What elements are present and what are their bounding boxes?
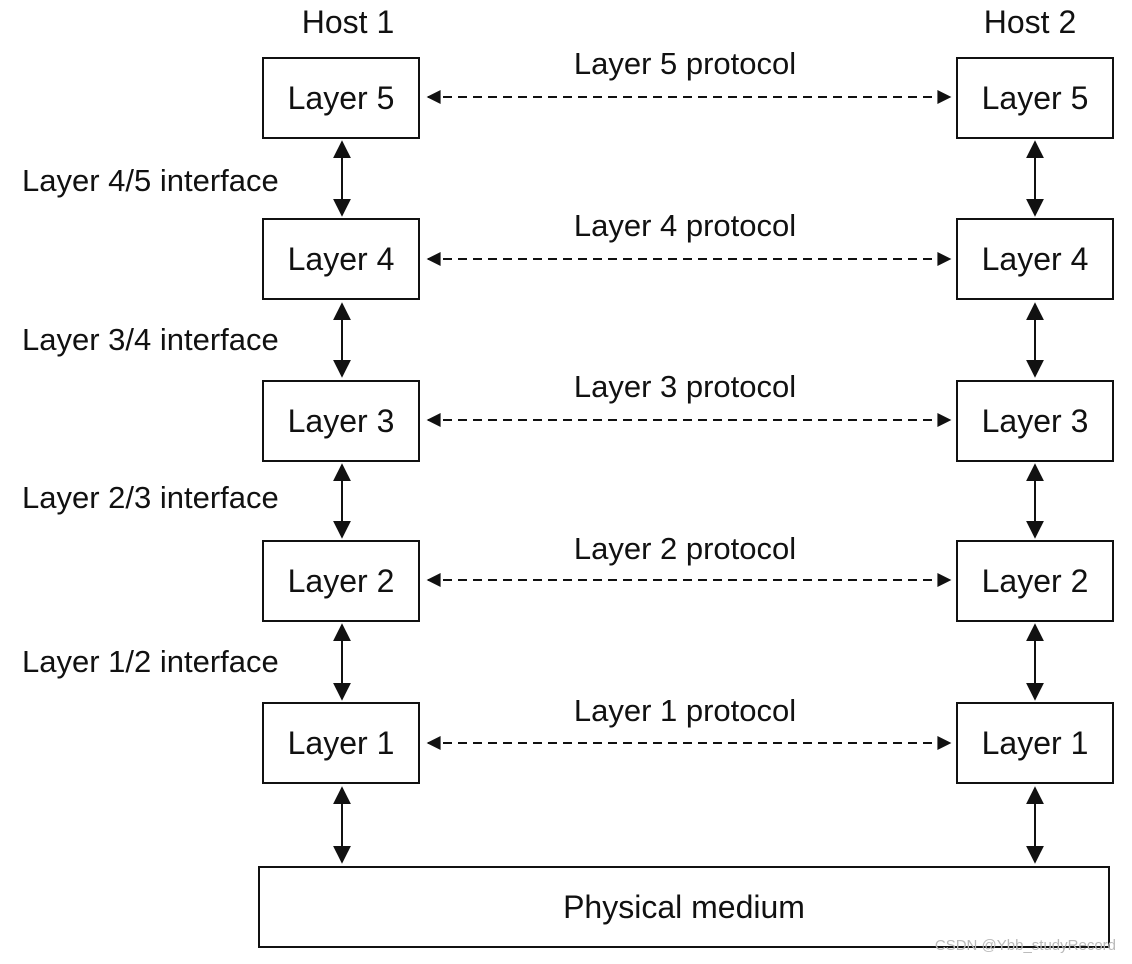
host-1-layer-5-box: Layer 5 bbox=[262, 57, 420, 139]
host-2-title: Host 2 bbox=[983, 4, 1077, 40]
layer-3-protocol-label: Layer 3 protocol bbox=[573, 369, 797, 404]
layer-5-protocol-label: Layer 5 protocol bbox=[573, 46, 797, 81]
interface-3-4-label: Layer 3/4 interface bbox=[22, 322, 279, 357]
host-1-layer-1-box: Layer 1 bbox=[262, 702, 420, 784]
host-1-layer-2-box: Layer 2 bbox=[262, 540, 420, 622]
host-2-layer-3-box: Layer 3 bbox=[956, 380, 1114, 462]
layer-1-protocol-label: Layer 1 protocol bbox=[573, 693, 797, 728]
host-1-title: Host 1 bbox=[301, 4, 395, 40]
host-2-layer-5-box: Layer 5 bbox=[956, 57, 1114, 139]
host-2-layer-2-box: Layer 2 bbox=[956, 540, 1114, 622]
layer-2-protocol-label: Layer 2 protocol bbox=[573, 531, 797, 566]
host-2-layer-4-box: Layer 4 bbox=[956, 218, 1114, 300]
watermark-text: CSDN @Ybb_studyRecord bbox=[934, 937, 1116, 954]
interface-1-2-label: Layer 1/2 interface bbox=[22, 644, 279, 679]
layer-4-protocol-label: Layer 4 protocol bbox=[573, 208, 797, 243]
host-1-layer-4-box: Layer 4 bbox=[262, 218, 420, 300]
interface-4-5-label: Layer 4/5 interface bbox=[22, 163, 279, 198]
host-1-layer-3-box: Layer 3 bbox=[262, 380, 420, 462]
interface-2-3-label: Layer 2/3 interface bbox=[22, 480, 279, 515]
physical-medium-box: Physical medium bbox=[258, 866, 1110, 948]
host-2-layer-1-box: Layer 1 bbox=[956, 702, 1114, 784]
